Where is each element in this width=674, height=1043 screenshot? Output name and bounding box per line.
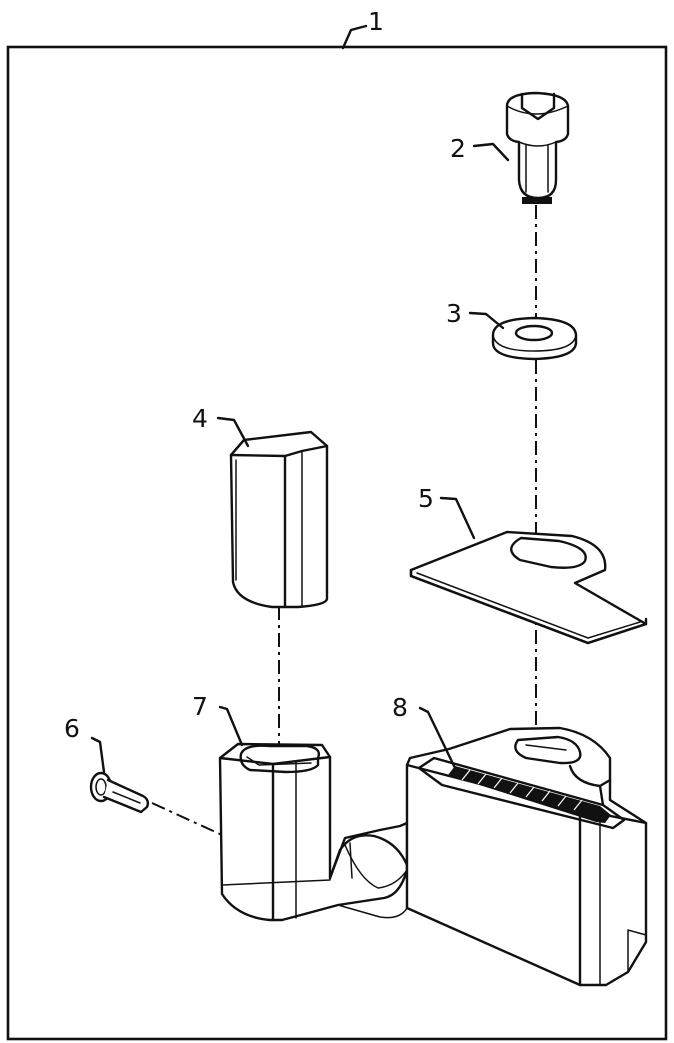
washer-part: 3 [446,299,578,361]
callout-1: 1 [341,7,384,50]
callout-4-label: 4 [192,404,208,433]
callout-6-label: 6 [64,714,80,743]
callout-1-label: 1 [368,7,384,36]
pin-part: 6 [64,714,150,814]
insert-block-part: 4 [192,404,329,609]
callout-3-label: 3 [446,299,462,328]
housing-base: 7 8 [192,692,648,987]
callout-5-label: 5 [418,484,434,513]
slotted-screw-part: 2 [450,91,570,204]
plate-part: 5 [409,484,648,645]
callout-8-label: 8 [392,693,408,722]
callout-7-label: 7 [192,692,208,721]
callout-2-label: 2 [450,134,466,163]
assembly-frame [6,45,668,1041]
